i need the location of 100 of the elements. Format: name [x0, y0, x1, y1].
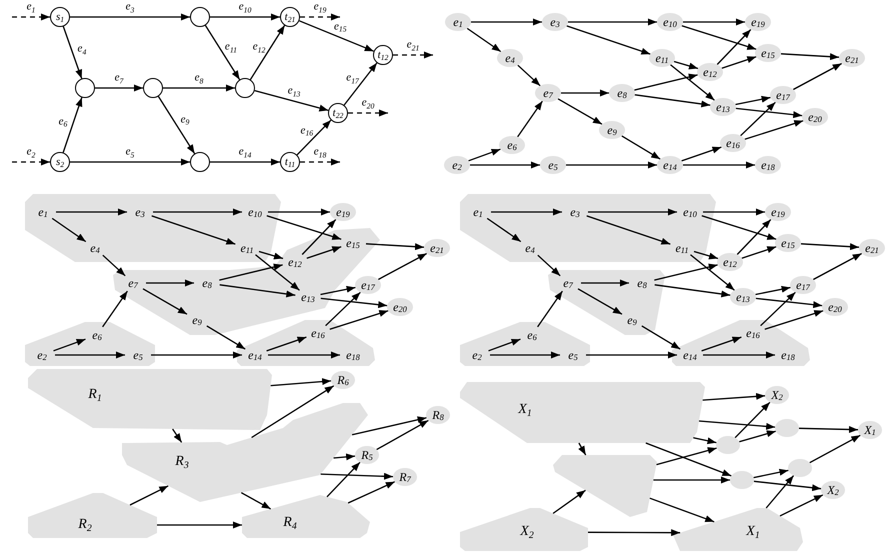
dashed-arrow — [12, 158, 50, 166]
ellipse-node: e$_{19}$ — [745, 13, 771, 31]
edge-label: e$_{4}$ — [76, 44, 88, 55]
shaded-region — [460, 194, 716, 262]
arrow — [670, 64, 715, 101]
ellipse-node: e$_{8}$ — [609, 84, 635, 102]
edge-label: e$_{16}$ — [300, 125, 314, 136]
arrow — [348, 481, 396, 504]
arrow — [813, 252, 862, 280]
arrow — [251, 385, 334, 438]
arrow — [378, 252, 427, 280]
arrow — [753, 468, 789, 478]
ellipse-node: e$_{9}$ — [599, 121, 625, 139]
circle-node: t$_{21}$ — [280, 7, 300, 27]
edge-label: e$_{20}$ — [360, 98, 376, 108]
ellipse-node: R$_{8}$ — [426, 406, 450, 424]
shaded-region — [460, 322, 590, 366]
arrow — [703, 352, 775, 358]
arrow — [798, 426, 858, 433]
edge-label: e$_{15}$ — [333, 21, 348, 32]
arrow — [250, 25, 286, 80]
arrow — [130, 485, 168, 506]
region-label: R$_{4}$ — [283, 516, 297, 530]
node-label: e$_{5}$ — [125, 346, 151, 364]
arrow — [650, 498, 714, 522]
arrow — [654, 264, 718, 281]
node-label: e$_{9}$ — [184, 311, 210, 329]
circle-node — [143, 78, 163, 98]
dashed-arrow — [300, 14, 340, 20]
ellipse-node: X$_{2}$ — [765, 386, 789, 404]
arrow — [736, 108, 802, 118]
arrow — [254, 90, 328, 112]
ellipse-node: e$_{13}$ — [730, 288, 756, 306]
ellipse-node: e$_{15}$ — [775, 234, 801, 252]
shaded-region — [122, 403, 368, 502]
arrow — [800, 243, 860, 250]
node-label: e$_{5}$ — [560, 346, 586, 364]
arrow — [755, 286, 791, 296]
arrow — [646, 442, 732, 476]
arrow — [764, 310, 824, 330]
arrow — [566, 162, 657, 168]
arrow — [683, 18, 745, 26]
arrow — [70, 14, 190, 20]
edge-label: e$_{2}$ — [26, 146, 36, 158]
ellipse-node — [788, 459, 812, 477]
node-label: e$_{7}$ — [555, 274, 581, 292]
ellipse-node: e$_{17}$ — [790, 276, 816, 294]
ellipse-node: e$_{11}$ — [649, 49, 675, 67]
region-label: R$_{3}$ — [175, 455, 189, 469]
ellipse-node: R$_{6}$ — [331, 371, 355, 389]
arrow — [491, 208, 562, 216]
arrow — [152, 215, 236, 245]
node-label: e$_{8}$ — [629, 274, 655, 292]
dashed-arrow — [348, 110, 388, 116]
node-label: e$_{11}$ — [234, 239, 260, 257]
node-label: e$_{10}$ — [677, 203, 703, 221]
node-label: e$_{14}$ — [242, 346, 268, 364]
arrow — [621, 135, 661, 160]
arrow — [56, 208, 127, 216]
arrow — [151, 352, 242, 358]
arrow — [702, 392, 766, 401]
node-label: e$_{1}$ — [465, 203, 491, 221]
arrow — [694, 250, 718, 260]
node-label: e$_{3}$ — [127, 203, 153, 221]
shaded-region — [242, 495, 370, 538]
arrow — [55, 352, 125, 358]
edge-label: e$_{19}$ — [312, 2, 328, 12]
arrow — [588, 208, 677, 216]
arrow — [701, 336, 742, 352]
shaded-region — [460, 508, 588, 551]
node-label: e$_{1}$ — [30, 203, 56, 221]
arrow — [756, 298, 822, 308]
ellipse-node: e$_{13}$ — [710, 98, 736, 116]
arrow — [299, 20, 374, 52]
arrow — [366, 243, 424, 250]
arrow — [734, 402, 770, 438]
arrow — [240, 492, 272, 510]
arrow — [471, 18, 542, 26]
arrow — [716, 29, 752, 65]
ellipse-node: e$_{20}$ — [387, 298, 413, 316]
edge-label: e$_{8}$ — [194, 72, 204, 84]
arrow — [470, 162, 540, 168]
arrow — [517, 64, 541, 86]
edge-label: e$_{14}$ — [238, 146, 252, 158]
node-label: e$_{14}$ — [677, 346, 703, 364]
arrow — [537, 254, 561, 276]
arrow — [766, 475, 794, 508]
arrow — [588, 529, 680, 536]
arrow — [488, 338, 521, 352]
arrow — [586, 352, 677, 358]
circle-node — [190, 7, 210, 27]
edge-label: e$_{1}$ — [26, 2, 36, 12]
node-label: e$_{4}$ — [517, 239, 543, 257]
arrow — [95, 84, 143, 92]
ellipse-node: e$_{15}$ — [755, 44, 781, 62]
arrow — [352, 416, 427, 436]
arrow — [702, 215, 776, 240]
arrow — [760, 292, 796, 326]
ellipse-node: R$_{5}$ — [355, 446, 379, 464]
node-label: e$_{2}$ — [29, 346, 55, 364]
